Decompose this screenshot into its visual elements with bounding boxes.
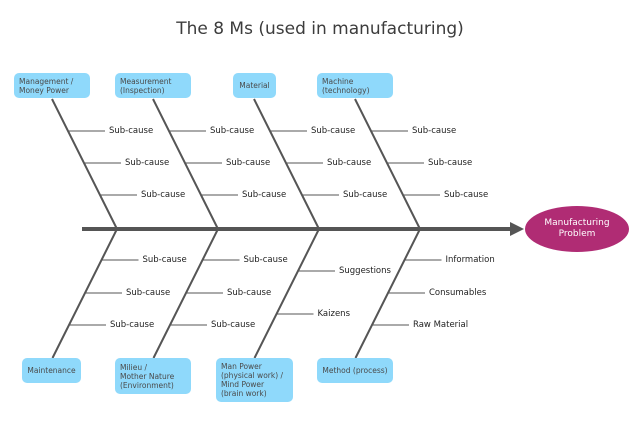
sub-cause-label[interactable]: Sub-cause xyxy=(211,320,256,330)
category-label: Machine (technology) xyxy=(322,76,370,95)
sub-cause-label[interactable]: Sub-cause xyxy=(412,126,457,136)
category-method[interactable]: Method (process) xyxy=(317,358,393,383)
category-maintenance[interactable]: Maintenance xyxy=(22,358,81,383)
category-label: Maintenance xyxy=(27,366,76,375)
sub-cause-label[interactable]: Sub-cause xyxy=(343,190,388,200)
sub-cause-label[interactable]: Consumables xyxy=(429,288,487,298)
sub-cause-label[interactable]: Sub-cause xyxy=(428,158,473,168)
category-bone xyxy=(354,228,421,359)
category-management[interactable]: Management / Money Power xyxy=(14,73,90,98)
category-label: Management / Money Power xyxy=(19,76,74,95)
category-milieu[interactable]: Milieu / Mother Nature (Environment) xyxy=(115,358,191,394)
sub-cause-label[interactable]: Information xyxy=(445,255,495,265)
diagram-title: The 8 Ms (used in manufacturing) xyxy=(176,19,464,39)
sub-cause-label[interactable]: Sub-cause xyxy=(226,158,271,168)
sub-cause-label[interactable]: Suggestions xyxy=(339,266,391,276)
sub-cause-label[interactable]: Sub-cause xyxy=(210,126,255,136)
sub-cause-label[interactable]: Sub-cause xyxy=(242,190,287,200)
sub-cause-label[interactable]: Sub-cause xyxy=(125,158,170,168)
category-bone xyxy=(152,98,219,230)
category-material[interactable]: Material xyxy=(233,73,276,98)
category-bone xyxy=(354,98,421,230)
category-man-power[interactable]: Man Power (physical work) / Mind Power (… xyxy=(216,358,293,402)
sub-cause-label[interactable]: Sub-cause xyxy=(444,190,489,200)
sub-cause-label[interactable]: Sub-cause xyxy=(109,126,154,136)
sub-cause-label[interactable]: Sub-cause xyxy=(327,158,372,168)
category-label: Material xyxy=(239,81,270,90)
spine-arrowhead xyxy=(510,222,524,236)
sub-cause-label[interactable]: Sub-cause xyxy=(311,126,356,136)
sub-cause-label[interactable]: Sub-cause xyxy=(227,288,272,298)
sub-cause-label[interactable]: Sub-cause xyxy=(126,288,171,298)
category-label: Milieu / Mother Nature (Environment) xyxy=(120,362,175,390)
category-bone xyxy=(253,228,320,359)
sub-cause-label[interactable]: Sub-cause xyxy=(142,255,187,265)
sub-cause-label[interactable]: Raw Material xyxy=(413,320,469,330)
category-label: Method (process) xyxy=(322,366,388,375)
category-label: Man Power (physical work) / Mind Power (… xyxy=(221,362,284,398)
category-bone xyxy=(152,228,219,359)
category-measurement[interactable]: Measurement (Inspection) xyxy=(115,73,191,98)
sub-cause-label[interactable]: Sub-cause xyxy=(110,320,155,330)
category-bone xyxy=(51,228,118,359)
category-machine[interactable]: Machine (technology) xyxy=(317,73,393,98)
sub-cause-label[interactable]: Sub-cause xyxy=(243,255,288,265)
effect-problem[interactable]: Manufacturing Problem xyxy=(525,206,629,252)
sub-cause-label[interactable]: Sub-cause xyxy=(141,190,186,200)
category-bone xyxy=(51,98,118,230)
effect-label: Manufacturing Problem xyxy=(544,218,610,239)
category-bone xyxy=(253,98,320,230)
sub-cause-label[interactable]: Kaizens xyxy=(317,309,351,319)
category-label: Measurement (Inspection) xyxy=(120,76,172,95)
